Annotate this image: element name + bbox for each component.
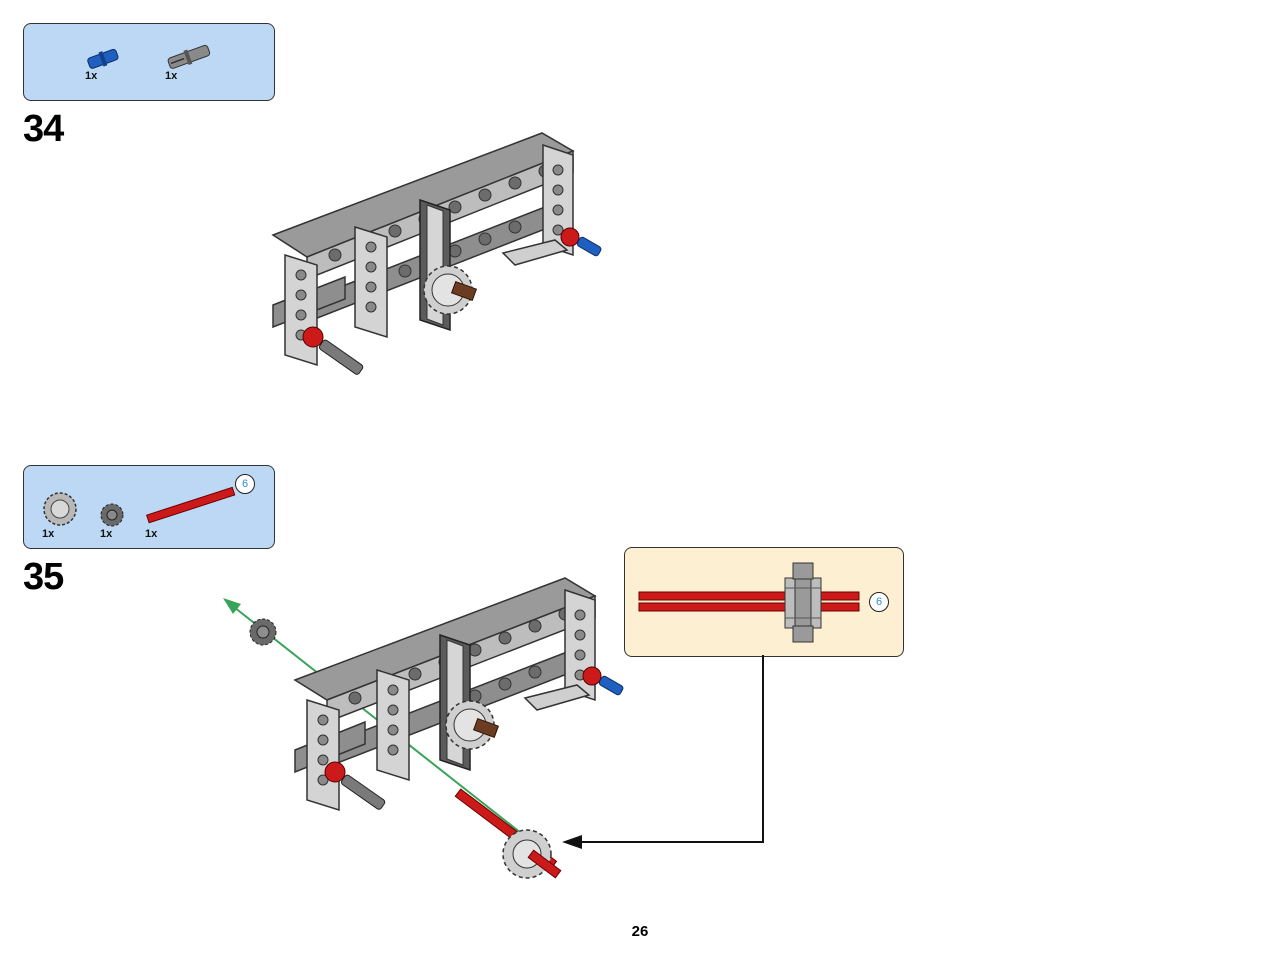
light-gray-gear-icon [43, 492, 77, 526]
part-qty: 1x [85, 70, 98, 82]
blue-friction-pin-icon [87, 48, 119, 69]
axle-with-gear-illustration [638, 562, 860, 643]
axle-length-badge: 6 [869, 592, 889, 612]
page-number: 26 [631, 923, 649, 940]
step-34-parts-box: 1x 1x [23, 23, 275, 101]
step-35-parts-box: 1x 1x 1x 6 [23, 465, 275, 549]
step-35-model-illustration [223, 577, 624, 879]
step-34-model-illustration [271, 132, 602, 375]
step-number: 34 [23, 108, 64, 150]
subassembly-callout: 6 [624, 547, 904, 657]
part-qty: 1x [145, 528, 158, 540]
part-qty: 1x [100, 528, 113, 540]
red-axle-6-icon [146, 486, 236, 524]
part-qty: 1x [42, 528, 55, 540]
step-number: 35 [23, 556, 64, 598]
gray-axle-pin-icon [167, 44, 211, 69]
dark-gray-gear-icon [100, 503, 124, 527]
axle-length-badge: 6 [235, 474, 255, 494]
part-qty: 1x [165, 70, 178, 82]
